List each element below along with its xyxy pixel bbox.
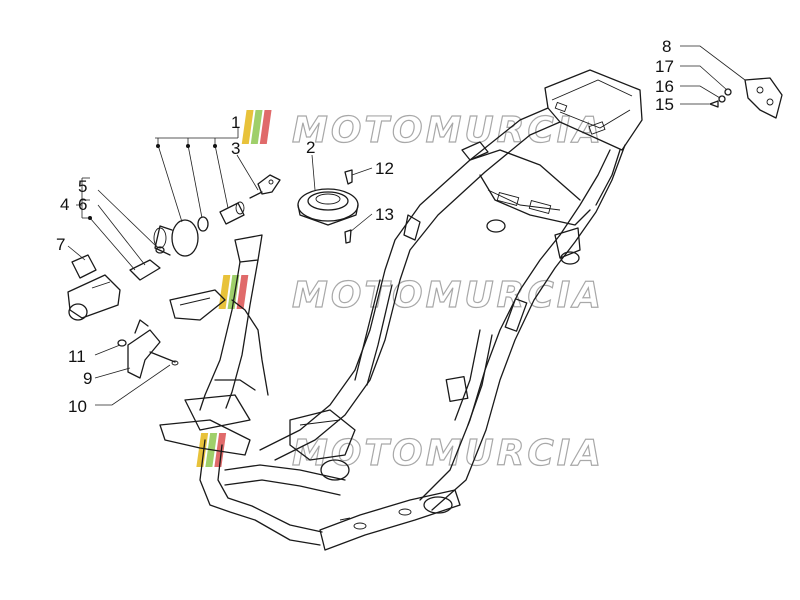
lock-gasket xyxy=(71,254,97,279)
callout-11: 11 xyxy=(68,347,86,366)
fuel-cap xyxy=(297,188,359,226)
callout-13: 13 xyxy=(375,205,394,224)
screw-12 xyxy=(344,169,353,185)
rear-small-parts xyxy=(709,88,732,108)
callout-1: 1 xyxy=(231,113,240,132)
callout-12: 12 xyxy=(375,159,394,178)
scooter-frame xyxy=(159,69,643,551)
watermark-text: MOTOMURCIA xyxy=(292,275,604,316)
lock-pin xyxy=(155,246,165,254)
ignition-key xyxy=(249,174,281,199)
watermark-bottom: MOTOMURCIA xyxy=(196,432,604,475)
lock-cover xyxy=(67,274,121,321)
watermark-middle: MOTOMURCIA xyxy=(218,274,604,317)
leader-dots xyxy=(88,144,217,220)
callout-2: 2 xyxy=(306,138,315,157)
screw-13 xyxy=(344,229,352,244)
callout-10: 10 xyxy=(68,397,87,416)
callout-16: 16 xyxy=(655,77,674,96)
callout-7: 7 xyxy=(56,235,65,254)
lock-cylinder xyxy=(219,201,245,225)
watermark-text: MOTOMURCIA xyxy=(292,433,604,474)
callout-3: 3 xyxy=(231,139,240,158)
lever-bracket xyxy=(127,319,161,379)
callout-labels: 1 2 3 4 5 6 7 8 9 10 11 12 13 15 16 17 xyxy=(56,37,674,416)
callout-15: 15 xyxy=(655,95,674,114)
leader-lines xyxy=(67,45,746,406)
rear-bracket xyxy=(744,77,783,119)
bracket-bolt xyxy=(149,351,179,366)
callout-6: 6 xyxy=(78,195,87,214)
steering-lock-body xyxy=(153,219,199,257)
callout-17: 17 xyxy=(655,57,674,76)
callout-8: 8 xyxy=(662,37,671,56)
callout-4: 4 xyxy=(60,195,69,214)
watermark-text: MOTOMURCIA xyxy=(292,110,604,151)
watermark-top: MOTOMURCIA xyxy=(241,109,604,152)
lock-ring xyxy=(197,216,209,232)
bracket-nut xyxy=(117,339,127,347)
callout-9: 9 xyxy=(83,369,92,388)
callout-5: 5 xyxy=(78,177,87,196)
